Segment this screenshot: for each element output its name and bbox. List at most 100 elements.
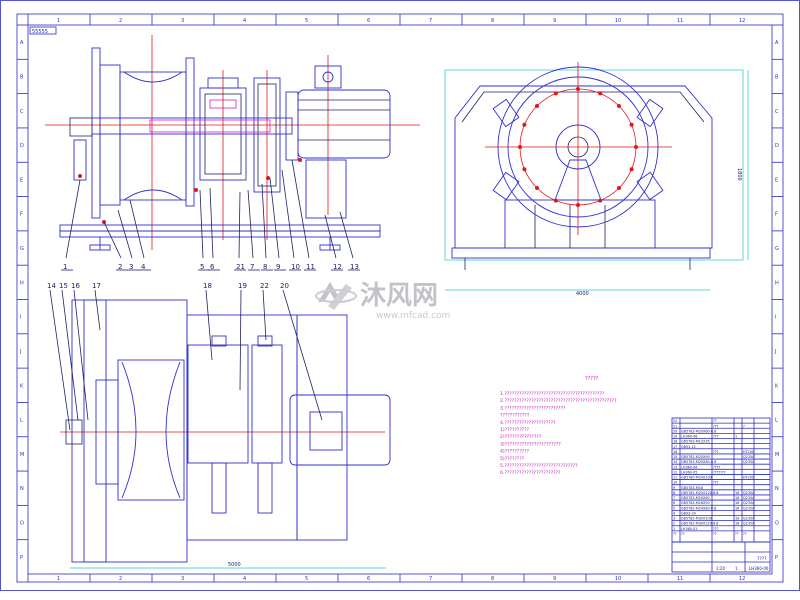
gear-highlight-1	[209, 99, 237, 109]
table-cell-code: GB93-24	[681, 511, 696, 515]
left-flange	[91, 47, 101, 219]
table-cell-qty: 16	[735, 517, 739, 521]
ruler-label-top: 5	[305, 18, 308, 24]
plan-brake-column	[83, 299, 107, 563]
ruler-label-bottom: 10	[615, 576, 621, 582]
ruler-label-left: M	[20, 452, 24, 458]
part-balloon: 6	[210, 263, 215, 271]
bolt-hole	[522, 167, 527, 172]
bolt-hole	[522, 122, 527, 127]
gearbox-2-inner	[257, 83, 277, 187]
table-cell-no: 22	[673, 419, 677, 423]
table-cell-no: 2	[673, 522, 675, 526]
title-block-sheet: 1	[735, 566, 738, 571]
part-balloon: 4	[141, 263, 146, 271]
ruler-label-right: N	[775, 486, 779, 492]
table-cell-code: GB5782-M16X50	[681, 501, 710, 505]
ruler-label-left: E	[20, 177, 23, 183]
notes-line: 1)??????????	[500, 427, 530, 433]
ruler-label-left: C	[20, 109, 24, 115]
table-cell-code: GB5780-M24X100	[681, 476, 712, 480]
table-cell-no: 4	[673, 511, 675, 515]
table-cell-name: ???	[713, 527, 719, 531]
table-cell-no: 16	[673, 450, 677, 454]
ruler-label-left: N	[20, 486, 24, 492]
ruler-label-right: P	[775, 555, 778, 561]
table-cell-code: GB5782-M24X80-8.8	[681, 506, 716, 510]
table-cell-note: Q235A	[743, 506, 755, 510]
notes-title: ?????	[585, 376, 599, 382]
watermark-url: www.mfcad.com	[376, 311, 450, 321]
table-cell-qty: 16	[735, 501, 739, 505]
table-cell-code: LH360-08	[681, 435, 697, 439]
leader-line	[282, 289, 323, 421]
table-cell-code: GB93-12	[681, 445, 696, 449]
title-block-code: LH360-00	[749, 566, 769, 571]
part-balloon: 17	[92, 282, 101, 290]
table-cell-note: Q235A	[743, 522, 755, 526]
leader-line	[94, 289, 101, 331]
gearbox-2	[253, 77, 281, 193]
table-cell-no: 6	[673, 501, 675, 505]
bolt-dot	[298, 158, 302, 162]
ruler-label-right: E	[775, 177, 778, 183]
notes-line: 2)???????????????	[500, 434, 542, 440]
plan-left-flange	[95, 379, 119, 485]
part-balloon: 3	[129, 263, 133, 271]
ruler-label-top: 7	[429, 18, 432, 24]
bolt-hole	[617, 103, 622, 108]
side-support	[554, 159, 602, 201]
ruler-label-left: P	[20, 555, 23, 561]
ruler-label-top: 10	[615, 18, 621, 24]
leader-line	[247, 189, 254, 259]
notes-line: 5)????????	[500, 456, 525, 462]
table-cell-qty: 16	[735, 506, 739, 510]
table-cell-no: 15	[673, 455, 677, 459]
notes-line: 1.??????????????????????????????????????…	[500, 391, 605, 397]
leader-line	[103, 221, 122, 259]
table-cell-no: 12	[673, 470, 677, 474]
ruler-label-right: C	[775, 109, 779, 115]
table-cell-no: 14	[673, 460, 677, 464]
table-cell-code: GB5783-M16	[681, 486, 703, 490]
plan-right-frame	[296, 314, 348, 541]
ruler-label-right: L	[775, 418, 778, 424]
title-block-frame	[671, 541, 771, 573]
part-balloon: 21	[236, 263, 245, 271]
part-balloon: 15	[59, 282, 68, 290]
terminal-circle	[322, 71, 334, 83]
caliper-ur	[636, 98, 664, 128]
notes-line: 2.??????????????????????????????????????…	[500, 398, 617, 404]
notes-line: ????????????	[500, 413, 530, 419]
ruler-label-left: L	[20, 418, 23, 424]
table-cell-note: Q235A	[743, 501, 755, 505]
ruler-label-top: 9	[553, 18, 556, 24]
side-base	[504, 199, 656, 249]
notes-line: 5.??????????????????????????????	[500, 463, 578, 469]
bolt-hole	[534, 186, 539, 191]
ruler-label-right: M	[775, 452, 779, 458]
table-cell-name: ???	[713, 481, 719, 485]
table-cell-no: 7	[673, 496, 675, 500]
table-cell-no: 1	[673, 527, 675, 531]
bolt-hole	[534, 103, 539, 108]
bolt-hole	[629, 122, 634, 127]
notes-line: 4.?????????????????????	[500, 420, 556, 426]
ruler-label-bottom: 4	[243, 576, 246, 582]
ruler-label-right: B	[775, 74, 779, 80]
plan-gearbox-1	[187, 344, 249, 464]
ruler-label-bottom: 11	[677, 576, 683, 582]
table-cell-code: LH360-05	[681, 470, 697, 474]
ruler-label-top: 2	[119, 18, 122, 24]
caliper-ul	[492, 98, 520, 128]
ruler-label-left: O	[20, 521, 24, 527]
part-balloon: 19	[238, 282, 247, 290]
part-balloon: 5	[200, 263, 204, 271]
part-balloon: 11	[306, 263, 315, 271]
table-cell-no: 5	[673, 506, 675, 510]
table-cell-code: GB5782-M30X120-8.8	[681, 522, 718, 526]
